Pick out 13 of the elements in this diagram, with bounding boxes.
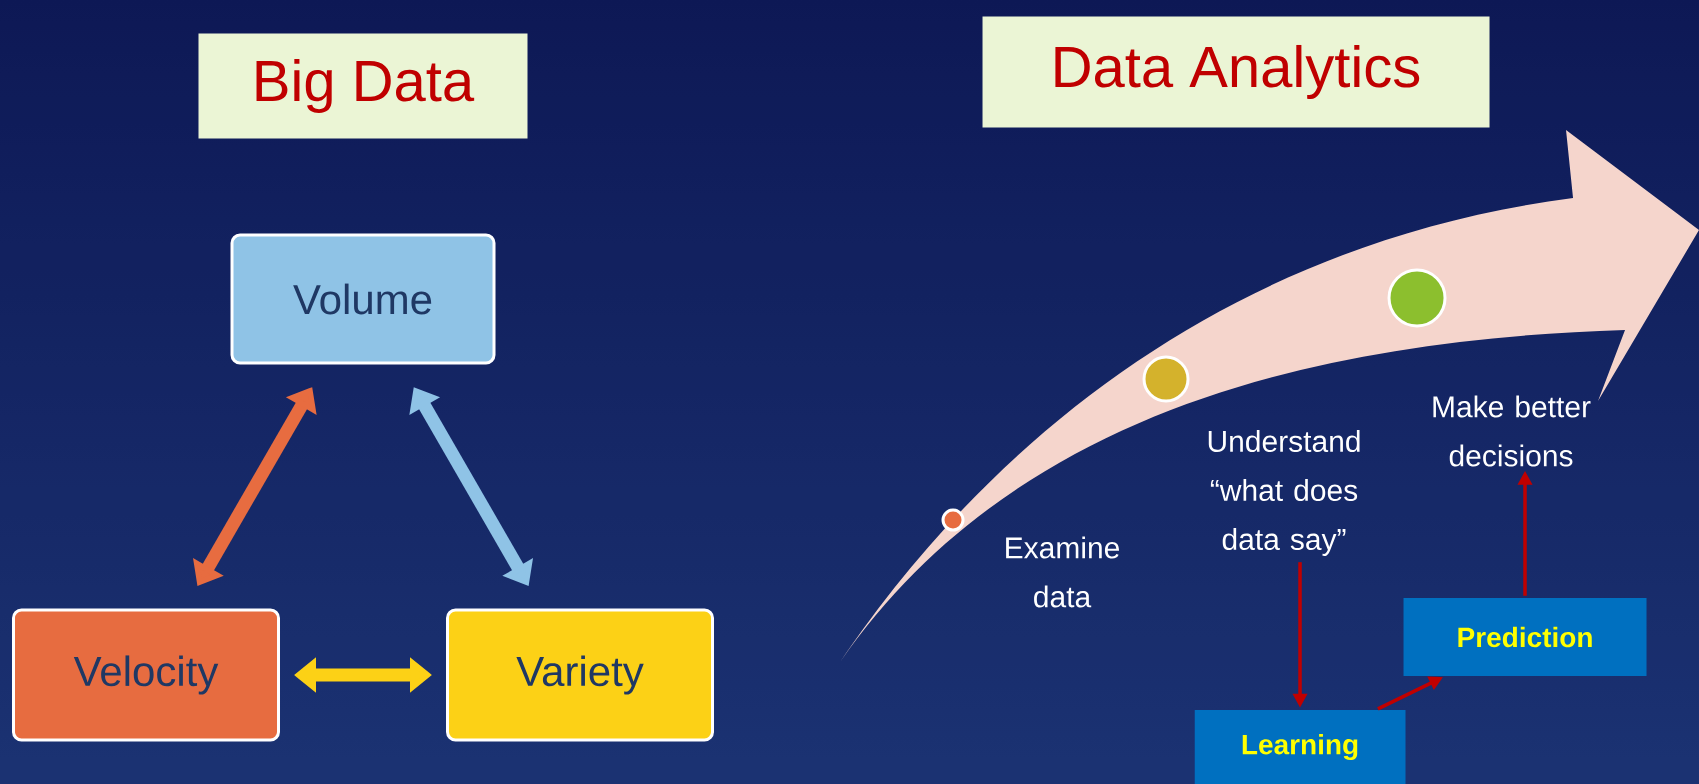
- step-dot: [1142, 355, 1190, 403]
- title-box: Big Data: [198, 33, 528, 139]
- process-box: Learning: [1194, 710, 1406, 784]
- step-dot: [941, 508, 965, 532]
- step-text: Understand “what does data say”: [1208, 430, 1360, 556]
- category-box: Volume: [230, 233, 496, 365]
- step-dot: [1387, 268, 1447, 328]
- category-box: Variety: [446, 608, 714, 742]
- process-box: Prediction: [1403, 598, 1647, 676]
- step-text: Make better decisions: [1433, 395, 1591, 467]
- step-text: Examine data: [1006, 536, 1120, 608]
- title-box: Data Analytics: [982, 16, 1490, 128]
- category-box: Velocity: [12, 608, 280, 742]
